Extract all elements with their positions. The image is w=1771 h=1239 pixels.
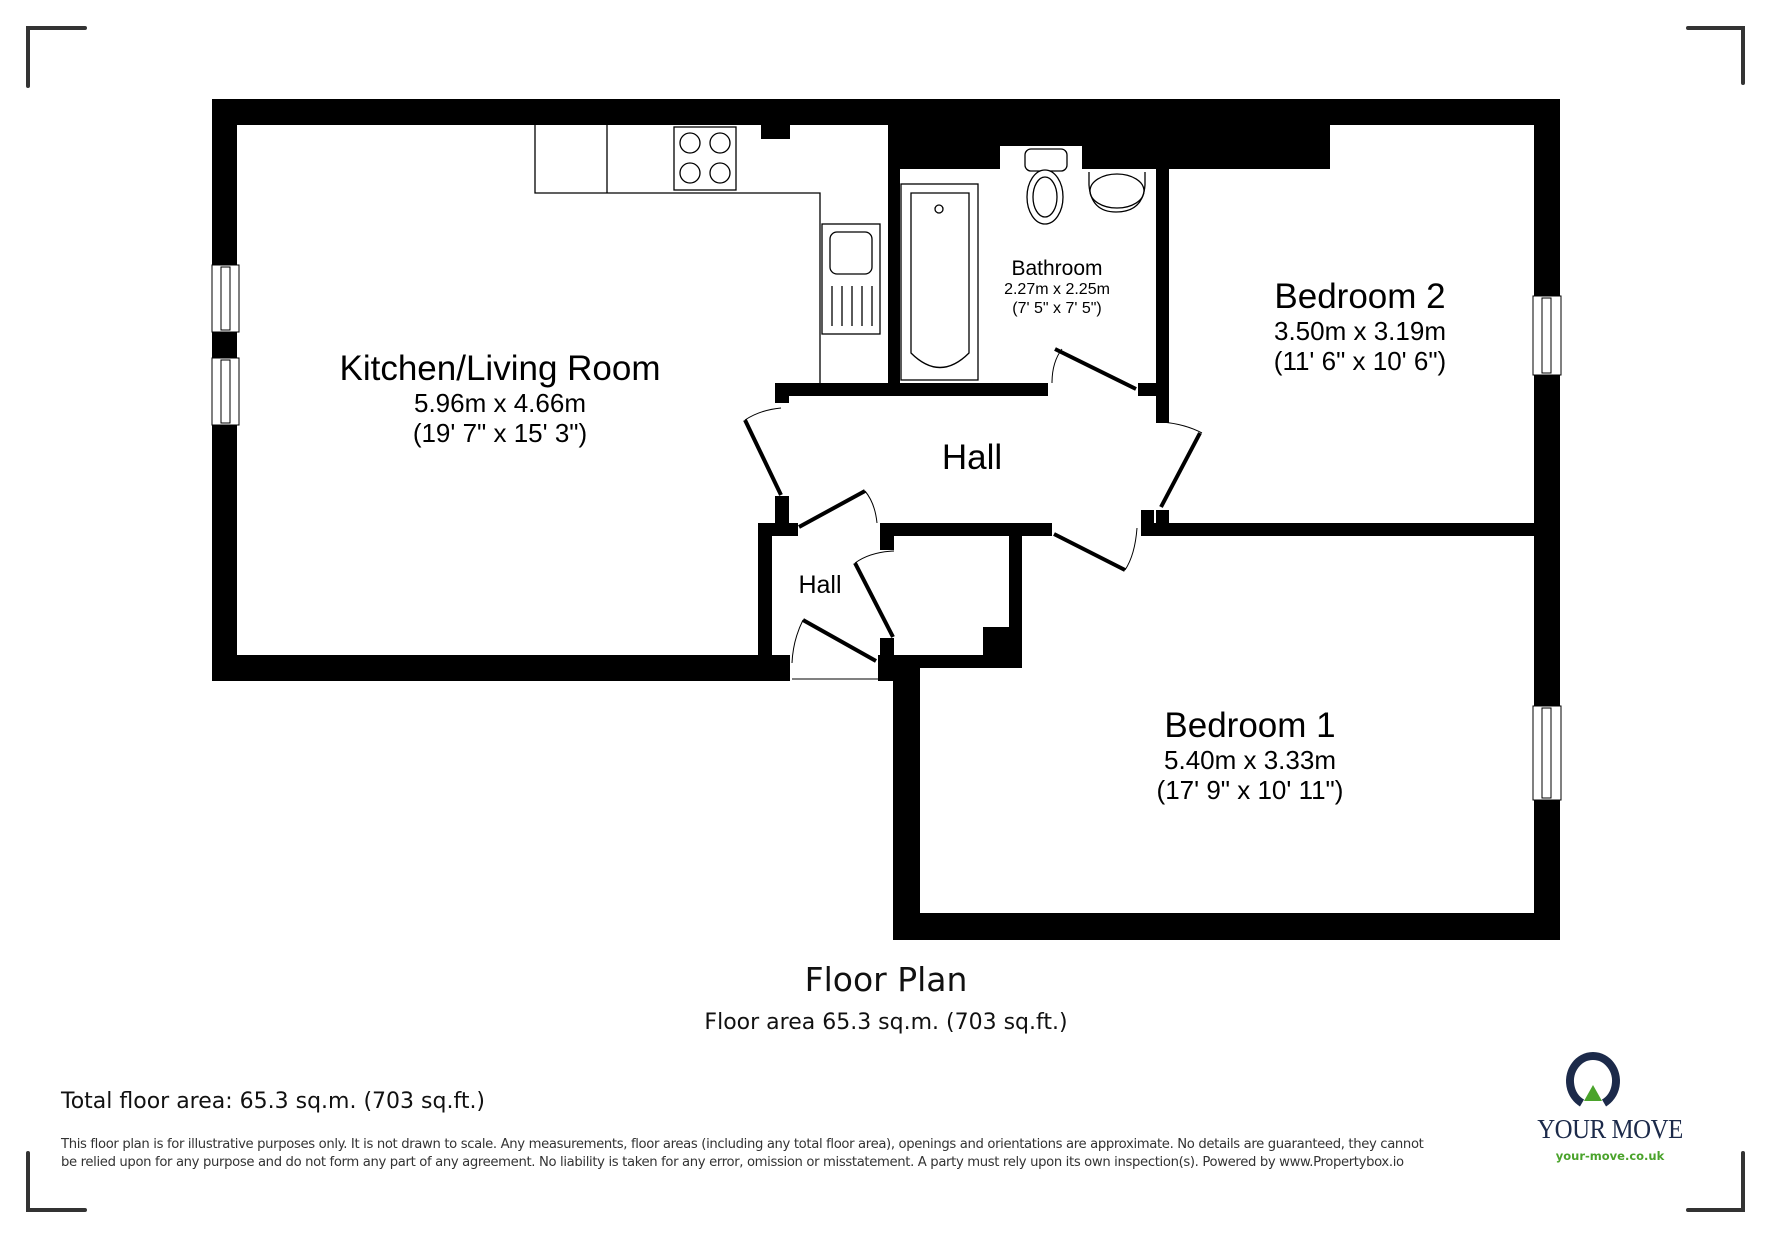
toilet-cistern-icon xyxy=(1024,148,1068,172)
room-metric: 5.40m x 3.33m xyxy=(1164,745,1336,776)
doors xyxy=(743,347,1203,680)
logo-name: YOUR MOVE xyxy=(1537,1114,1683,1144)
room-imperial: (17' 9" x 10' 11") xyxy=(1156,775,1344,806)
logo-url: your-move.co.uk xyxy=(1555,1149,1665,1163)
walls xyxy=(212,99,1560,940)
your-move-logo: YOUR MOVE your-move.co.uk xyxy=(1500,1050,1720,1163)
room-imperial: (11' 6" x 10' 6") xyxy=(1273,346,1447,377)
bathroom-fittings xyxy=(900,146,1146,381)
bath-icon xyxy=(900,183,979,381)
basin-icon xyxy=(1088,172,1146,213)
room-name: Bedroom 2 xyxy=(1274,277,1446,316)
room-name: Bathroom xyxy=(1011,257,1103,280)
disclaimer-text: This floor plan is for illustrative purp… xyxy=(61,1137,1424,1170)
room-imperial: (19' 7" x 15' 3") xyxy=(412,418,588,449)
room-name: Kitchen/Living Room xyxy=(339,349,661,388)
house-arrow-ring-icon xyxy=(1566,1052,1620,1107)
room-bedroom-2: Bedroom 2 3.50m x 3.19m (11' 6" x 10' 6"… xyxy=(1274,277,1446,377)
room-metric: 2.27m x 2.25m xyxy=(1004,281,1110,299)
room-name: Hall xyxy=(798,571,842,599)
room-bathroom: Bathroom 2.27m x 2.25m (7' 5" x 7' 5") xyxy=(1004,257,1110,318)
room-metric: 3.50m x 3.19m xyxy=(1274,316,1446,347)
room-name: Hall xyxy=(941,438,1003,477)
room-name: Bedroom 1 xyxy=(1164,706,1336,745)
crop-marks xyxy=(26,26,1745,1212)
room-hall-main: Hall xyxy=(942,438,1002,478)
room-metric: 5.96m x 4.66m xyxy=(414,388,586,419)
kitchen-fittings xyxy=(534,125,881,383)
sink-icon xyxy=(821,223,881,335)
plan-floor-area: Floor area 65.3 sq.m. (703 sq.ft.) xyxy=(704,1010,1068,1035)
room-bedroom-1: Bedroom 1 5.40m x 3.33m (17' 9" x 10' 11… xyxy=(1157,706,1344,806)
total-floor-area: Total floor area: 65.3 sq.m. (703 sq.ft.… xyxy=(61,1089,486,1114)
windows xyxy=(211,264,1562,801)
plan-title: Floor Plan xyxy=(804,960,968,999)
wall-step xyxy=(1169,125,1330,169)
hob-icon xyxy=(673,126,737,191)
room-kitchen-living: Kitchen/Living Room 5.96m x 4.66m (19' 7… xyxy=(340,349,661,449)
room-imperial: (7' 5" x 7' 5") xyxy=(1012,299,1102,317)
room-hall-entrance: Hall xyxy=(798,571,841,600)
